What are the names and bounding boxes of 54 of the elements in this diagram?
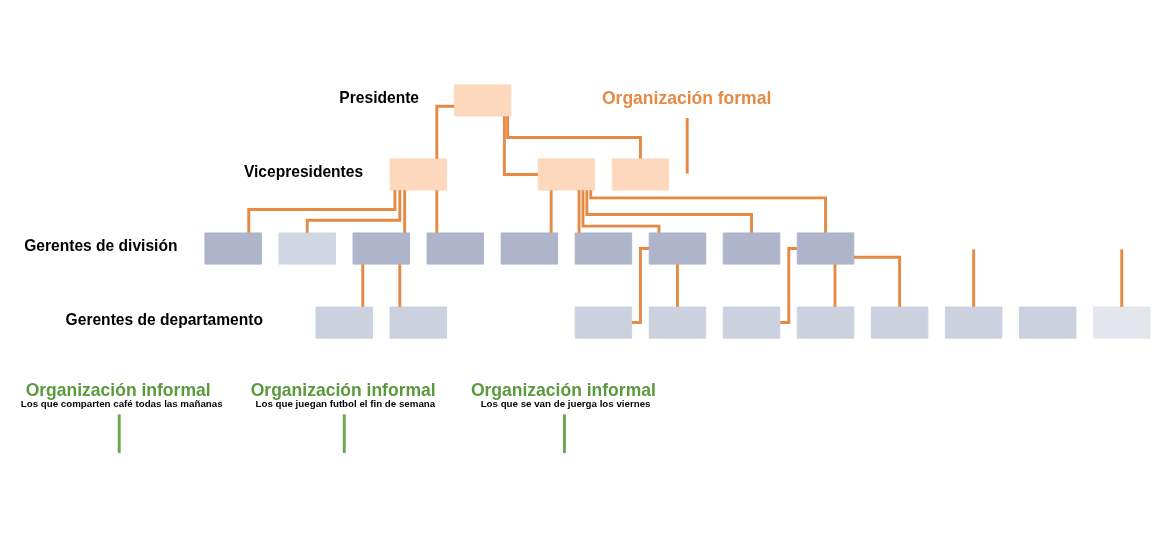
connector — [403, 189, 407, 233]
node-box — [315, 306, 373, 339]
connector — [398, 263, 402, 307]
node-box — [537, 157, 596, 191]
node-box — [574, 231, 633, 265]
connector — [581, 189, 661, 233]
node-box — [1018, 306, 1077, 339]
node-box — [611, 157, 670, 191]
node-box — [389, 157, 448, 191]
connector — [631, 246, 650, 324]
connector — [676, 263, 679, 307]
node-text: Organización informal Los que juegan futbol el fin de semana — [250, 379, 436, 409]
connector — [435, 189, 439, 233]
label: Gerentes de departamento — [65, 310, 263, 328]
connector — [117, 413, 121, 453]
node-box — [722, 231, 781, 265]
connector — [577, 189, 581, 233]
connector — [972, 248, 976, 307]
connector — [549, 189, 553, 233]
connector — [833, 263, 837, 307]
connector — [305, 189, 402, 233]
node-box — [722, 306, 781, 339]
node-box — [500, 231, 559, 265]
connector — [854, 255, 902, 307]
node-box — [796, 306, 855, 339]
node-box — [648, 306, 707, 339]
node-box — [453, 83, 512, 116]
node-text: Organización informal Los que se van de juerga los viernes — [470, 379, 656, 409]
connector — [247, 189, 397, 233]
connector — [342, 413, 346, 453]
node-box — [278, 231, 336, 265]
node-box — [426, 231, 485, 265]
node-box — [796, 231, 855, 265]
node-box — [574, 306, 633, 339]
node-box — [204, 231, 262, 265]
connector — [361, 263, 365, 307]
node-box — [870, 306, 929, 339]
node-box — [352, 231, 411, 265]
connector — [502, 115, 538, 176]
connector — [685, 117, 689, 174]
label: Presidente — [339, 88, 420, 106]
connector — [780, 246, 797, 324]
node-text: Organización informal Los que comparten café todas las mañanas — [20, 379, 223, 409]
connector — [1120, 248, 1124, 307]
node-box — [944, 306, 1003, 339]
node-box — [1093, 306, 1151, 339]
connector — [506, 115, 642, 159]
label: Vicepresidentes — [243, 162, 364, 180]
node-box — [389, 306, 448, 339]
node-box — [648, 231, 707, 265]
label: Gerentes de división — [24, 236, 178, 254]
connector — [589, 189, 827, 233]
connector — [563, 413, 566, 453]
node-text: Organización formal — [601, 87, 772, 108]
